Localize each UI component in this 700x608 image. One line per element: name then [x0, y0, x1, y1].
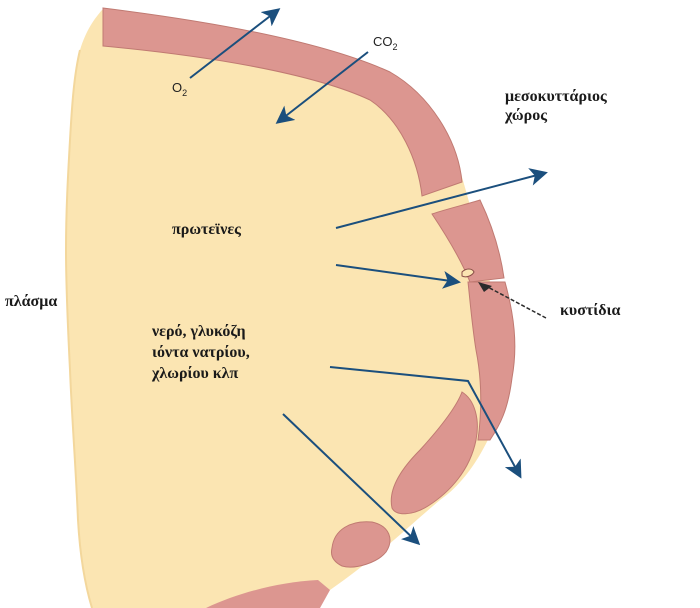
- membrane-segment-bottom: [390, 391, 478, 515]
- chloride-label: χλωρίου κλπ: [151, 365, 239, 382]
- co2-arrow: [275, 51, 369, 124]
- membrane-segment-base: [206, 580, 330, 608]
- proteins-out-arrow: [335, 168, 548, 229]
- water-label: νερό, γλυκόζη: [151, 323, 246, 340]
- o2-arrow: [189, 8, 281, 79]
- membrane-segment-top: [102, 7, 463, 197]
- interstitial-label-line1: μεσοκυττάριος: [505, 88, 607, 105]
- o2-label: O2: [172, 80, 187, 98]
- plasma-edge: [64, 49, 93, 608]
- plasma-region: [66, 10, 506, 608]
- water-arrow: [329, 366, 522, 479]
- membrane-segment-lower: [467, 281, 516, 441]
- lower-arrow: [282, 413, 421, 546]
- proteins-vesicle-arrow: [335, 264, 461, 289]
- ions-label: ιόντα νατρίου,: [152, 344, 250, 361]
- membrane-blob: [331, 521, 391, 568]
- vesicle-triangle: [478, 282, 492, 292]
- plasma-label: πλάσμα: [5, 293, 57, 310]
- co2-label: CO2: [373, 34, 398, 52]
- vesicle-notch: [461, 268, 475, 278]
- interstitial-label-line2: χώρος: [504, 107, 547, 124]
- proteins-label: πρωτεϊνες: [172, 221, 241, 238]
- membrane-segment-middle: [431, 199, 505, 283]
- vesicles-label: κυστίδια: [560, 302, 620, 319]
